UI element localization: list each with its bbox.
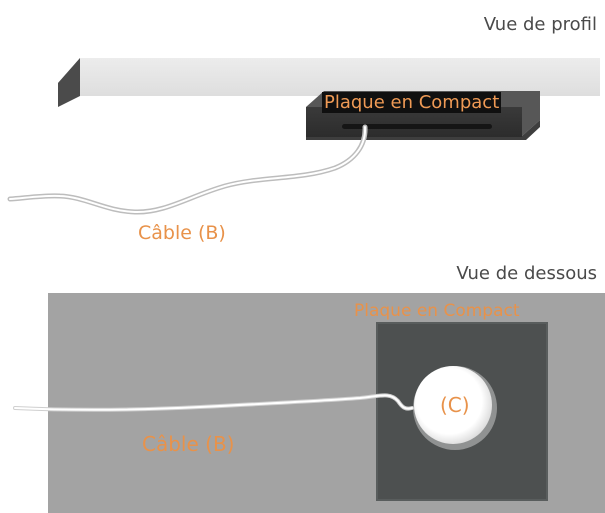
bottom-hole-label: (C) [440,393,470,417]
bottom-plate-label: Plaque en Compact [354,301,520,321]
profile-plate-label: Plaque en Compact [322,92,502,113]
bottom-cable-label: Câble (B) [142,432,235,456]
beam-end-face [58,58,80,107]
plate-slot [342,124,492,129]
countertop-beam [58,58,600,107]
profile-cable-label: Câble (B) [138,222,226,244]
hole-c [414,366,492,444]
bottom-view-title: Vue de dessous [456,263,597,284]
beam-front-face [80,58,600,96]
profile-view-title: Vue de profil [483,14,597,35]
